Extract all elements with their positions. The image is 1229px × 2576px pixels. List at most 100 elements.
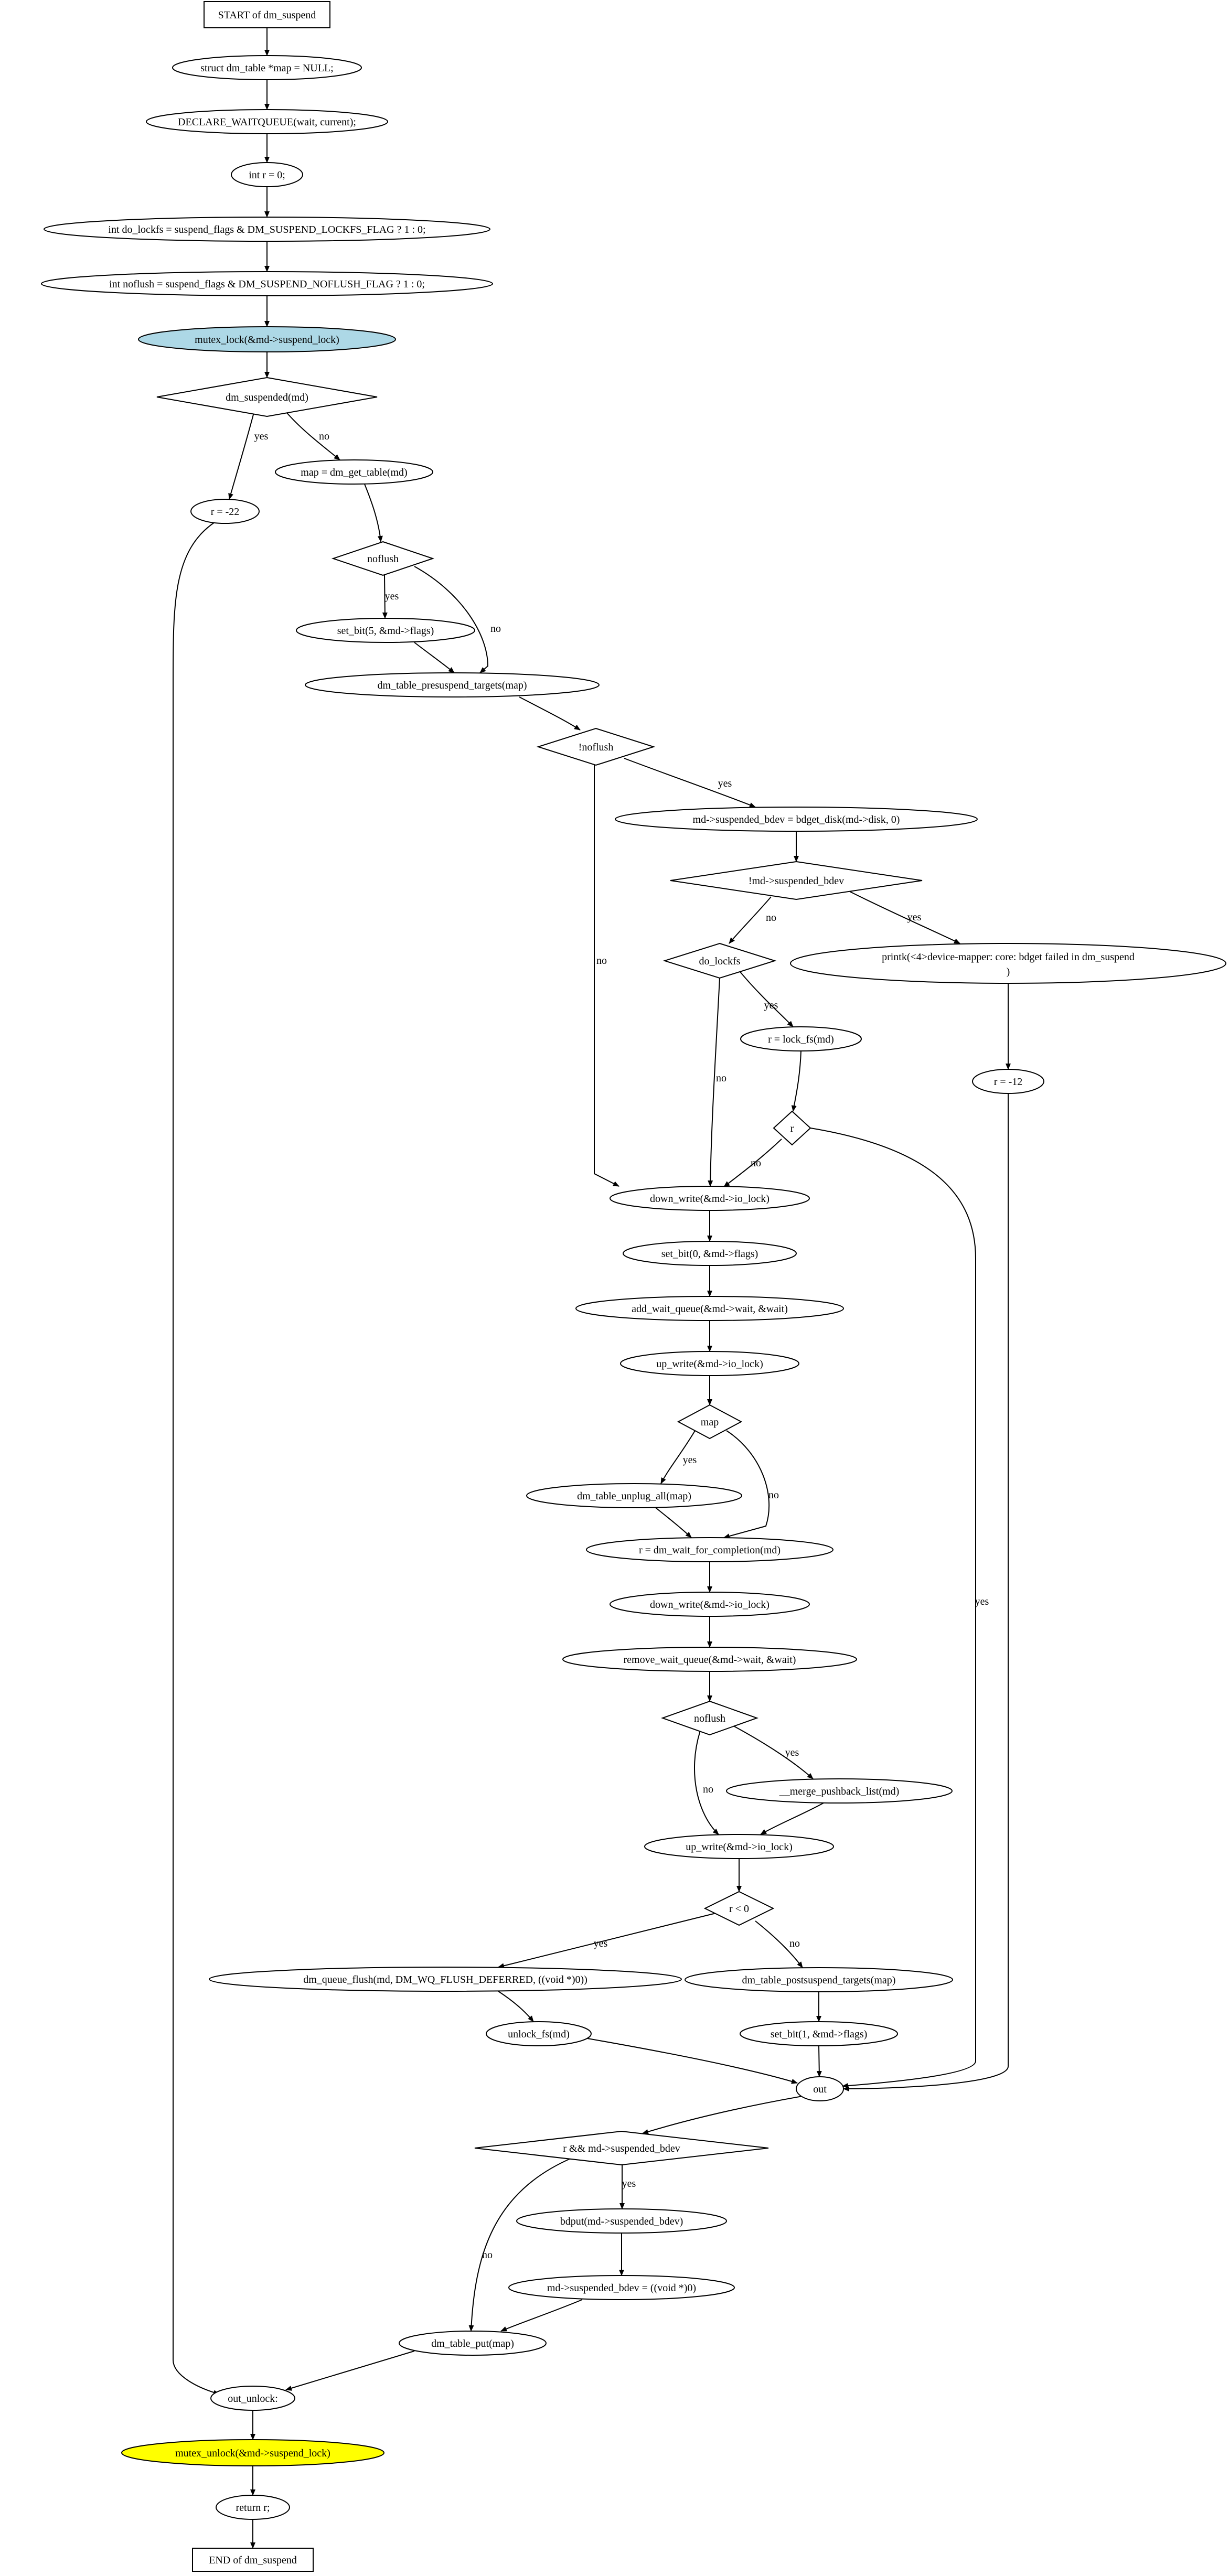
node-d_dolockfs-decision: do_lockfs bbox=[662, 942, 777, 979]
node-shape bbox=[575, 1296, 844, 1321]
edge-d_map-to-n_waitcomp bbox=[723, 1430, 770, 1539]
node-label: add_wait_queue(&md->wait, &wait) bbox=[632, 1303, 788, 1315]
edge-n_setbit5-to-n_presuspend bbox=[414, 642, 455, 673]
node-shape bbox=[486, 2021, 592, 2046]
node-shape bbox=[204, 1, 330, 28]
node-label: up_write(&md->io_lock) bbox=[656, 1358, 763, 1370]
node-shape bbox=[610, 1592, 810, 1617]
node-label: r < 0 bbox=[729, 1903, 749, 1915]
node-label: r bbox=[790, 1123, 794, 1134]
node-n_setbit5: set_bit(5, &md->flags) bbox=[296, 618, 475, 643]
node-n_downwrite1: down_write(&md->io_lock) bbox=[610, 1186, 810, 1211]
node-n_tableput: dm_table_put(map) bbox=[399, 2331, 547, 2356]
node-label: dm_table_presuspend_targets(map) bbox=[377, 680, 527, 691]
node-shape bbox=[41, 271, 493, 296]
node-label: dm_table_unplug_all(map) bbox=[577, 1490, 691, 1502]
node-shape bbox=[623, 1241, 797, 1266]
node-shape bbox=[790, 943, 1226, 984]
edge-label-no: no bbox=[703, 1784, 713, 1795]
node-n_return: return r; bbox=[216, 2495, 290, 2520]
edge-n_bdevnull-to-n_tableput bbox=[500, 2299, 583, 2332]
node-shape bbox=[305, 672, 600, 697]
node-shape bbox=[210, 2386, 295, 2411]
node-n_postsuspend: dm_table_postsuspend_targets(map) bbox=[685, 1967, 953, 1992]
node-n_bdevnull: md->suspended_bdev = ((void *)0) bbox=[508, 2275, 735, 2300]
edge-d_noflush1-to-n_presuspend bbox=[414, 566, 489, 673]
edge-d_r-to-n_downwrite1 bbox=[723, 1139, 782, 1187]
node-d_rbdev-decision: r && md->suspended_bdev bbox=[474, 2130, 769, 2166]
node-label: struct dm_table *map = NULL; bbox=[200, 62, 333, 74]
node-label: int r = 0; bbox=[249, 169, 285, 181]
node-label: dm_suspended(md) bbox=[226, 392, 308, 403]
edge-label-no: no bbox=[751, 1157, 761, 1169]
node-shape bbox=[796, 2076, 844, 2101]
node-shape bbox=[121, 2439, 384, 2466]
edge-d_notnoflush-to-n_downwrite1 bbox=[594, 765, 619, 1187]
node-n_bdput: bdput(md->suspended_bdev) bbox=[516, 2208, 727, 2234]
edge-d_notnoflush-to-n_bdget bbox=[624, 758, 756, 808]
node-shape bbox=[685, 1967, 953, 1992]
node-shape bbox=[399, 2331, 547, 2356]
edge-label-no: no bbox=[716, 1072, 726, 1084]
node-n_r22: r = -22 bbox=[190, 499, 260, 524]
node-shape bbox=[740, 2021, 898, 2046]
node-shape bbox=[275, 459, 433, 485]
node-n_presuspend: dm_table_presuspend_targets(map) bbox=[305, 672, 600, 697]
node-label: r = -12 bbox=[994, 1076, 1023, 1088]
node-label: START of dm_suspend bbox=[218, 9, 316, 21]
node-d_map-decision: map bbox=[677, 1404, 743, 1440]
node-label: md->suspended_bdev = ((void *)0) bbox=[547, 2282, 696, 2294]
edge-label-no: no bbox=[766, 912, 776, 924]
node-d_rlt0-decision: r < 0 bbox=[703, 1891, 775, 1926]
edge-n_presuspend-to-d_notnoflush bbox=[519, 696, 581, 731]
node-label: md->suspended_bdev = bdget_disk(md->disk… bbox=[693, 814, 900, 825]
edge-d_noflush2-to-n_upwrite2 bbox=[694, 1730, 719, 1835]
edge-n_gettable-to-d_noflush1 bbox=[364, 484, 383, 542]
node-label: down_write(&md->io_lock) bbox=[650, 1193, 770, 1205]
node-n_merge: __merge_pushback_list(md) bbox=[726, 1778, 953, 1804]
node-shape bbox=[610, 1186, 810, 1211]
node-shape bbox=[209, 1967, 682, 1992]
node-shape bbox=[296, 618, 475, 643]
node-shape bbox=[190, 499, 260, 524]
node-n_lockfsmd: r = lock_fs(md) bbox=[740, 1026, 862, 1051]
edge-label-yes: yes bbox=[718, 778, 732, 789]
node-label: __merge_pushback_list(md) bbox=[779, 1786, 899, 1797]
edge-d_rlt0-to-n_postsuspend bbox=[755, 1920, 803, 1968]
edge-label-yes: yes bbox=[622, 2178, 636, 2189]
edge-d_notbdev-to-n_printk bbox=[849, 891, 960, 944]
node-shape bbox=[156, 377, 378, 417]
edge-d_suspended-to-n_gettable bbox=[285, 411, 340, 460]
node-n_munlock: mutex_unlock(&md->suspend_lock) bbox=[121, 2439, 384, 2466]
node-label: remove_wait_queue(&md->wait, &wait) bbox=[624, 1654, 796, 1666]
node-shape bbox=[703, 1891, 775, 1926]
node-n_r0: int r = 0; bbox=[231, 162, 303, 187]
node-n_removewait: remove_wait_queue(&md->wait, &wait) bbox=[562, 1647, 857, 1672]
edge-label-yes: yes bbox=[785, 1747, 799, 1758]
node-n_upwrite2: up_write(&md->io_lock) bbox=[644, 1834, 834, 1859]
node-n_addwait: add_wait_queue(&md->wait, &wait) bbox=[575, 1296, 844, 1321]
node-d_notbdev-decision: !md->suspended_bdev bbox=[670, 861, 923, 900]
node-shape bbox=[972, 1069, 1044, 1094]
node-shape bbox=[677, 1404, 743, 1440]
edge-d_suspended-to-n_r22 bbox=[228, 410, 255, 500]
edge-n_tableput-to-n_outunlock bbox=[285, 2350, 415, 2391]
node-label: return r; bbox=[236, 2502, 270, 2514]
edge-d_rlt0-to-n_queueflush bbox=[498, 1913, 717, 1969]
node-d_r-decision: r bbox=[773, 1110, 811, 1146]
node-label: out_unlock: bbox=[228, 2393, 278, 2405]
node-shape bbox=[231, 162, 303, 187]
node-shape bbox=[740, 1026, 862, 1051]
node-label: printk(<4>device-mapper: core: bdget fai… bbox=[882, 951, 1135, 963]
node-n_lockfs: int do_lockfs = suspend_flags & DM_SUSPE… bbox=[44, 217, 490, 242]
node-shape bbox=[615, 807, 978, 832]
node-label: !noflush bbox=[579, 742, 614, 753]
node-shape bbox=[216, 2495, 290, 2520]
edge-label-no: no bbox=[596, 955, 607, 967]
node-shape bbox=[644, 1834, 834, 1859]
node-start: START of dm_suspend bbox=[204, 1, 330, 28]
edge-n_out-to-d_rbdev bbox=[642, 2096, 803, 2134]
node-shape bbox=[662, 942, 777, 979]
node-shape bbox=[536, 727, 656, 766]
